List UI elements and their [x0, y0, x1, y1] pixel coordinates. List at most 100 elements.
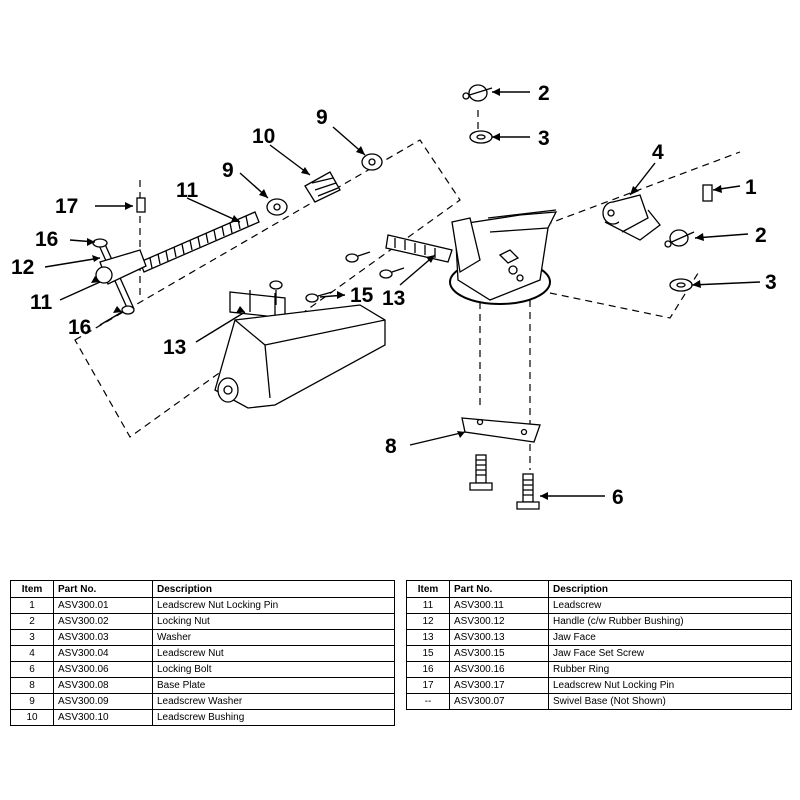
callout-2-right: 2: [755, 224, 767, 247]
item-cell: 2: [10, 613, 54, 630]
item-cell: --: [406, 693, 450, 710]
callout-15: 15: [350, 284, 374, 307]
header-description: Description: [548, 580, 792, 598]
header-item: Item: [406, 580, 450, 598]
description-cell: Jaw Face Set Screw: [548, 645, 792, 662]
callout-labels: 2 3 4 1 2 3 9 10 9 11 17 16 12 11 16 13 …: [11, 82, 777, 509]
part-no-cell: ASV300.10: [53, 709, 153, 726]
exploded-vise-diagram: 2 3 4 1 2 3 9 10 9 11 17 16 12 11 16 13 …: [11, 82, 777, 510]
callout-10: 10: [252, 125, 275, 148]
part-no-cell: ASV300.16: [449, 661, 549, 678]
description-cell: Rubber Ring: [548, 661, 792, 678]
item-cell: 11: [406, 597, 450, 614]
jaw-screw-1: [345, 251, 371, 263]
item-cell: 17: [406, 677, 450, 694]
table-header-row: Item Part No. Description: [406, 580, 792, 598]
description-cell: Leadscrew Nut Locking Pin: [548, 677, 792, 694]
washer-right: [669, 278, 693, 292]
item-cell: 10: [10, 709, 54, 726]
callout-9-left: 9: [222, 159, 234, 182]
item-cell: 9: [10, 693, 54, 710]
callout-8: 8: [385, 435, 397, 458]
header-description: Description: [152, 580, 395, 598]
callout-16-top: 16: [35, 228, 58, 251]
callout-13-left: 13: [163, 336, 186, 359]
description-cell: Leadscrew Washer: [152, 693, 395, 710]
locking-nut-right: [664, 229, 695, 248]
description-cell: Leadscrew Nut Locking Pin: [152, 597, 395, 614]
leadscrew-bushing: [304, 171, 341, 203]
callout-3-top: 3: [538, 127, 550, 150]
callout-6: 6: [612, 486, 624, 509]
item-cell: 15: [406, 645, 450, 662]
jaw-face-moving: [229, 290, 286, 319]
jaw-screw-2: [379, 267, 405, 279]
jaw-screw-3: [269, 280, 283, 305]
callout-2-top: 2: [538, 82, 550, 105]
locking-bolt-2: [516, 473, 540, 510]
part-no-cell: ASV300.06: [53, 661, 153, 678]
base-plate: [461, 417, 541, 443]
description-cell: Leadscrew Bushing: [152, 709, 395, 726]
moving-jaw-body: [214, 304, 386, 409]
part-no-cell: ASV300.12: [449, 613, 549, 630]
header-part-no: Part No.: [53, 580, 153, 598]
description-cell: Base Plate: [152, 677, 395, 694]
callout-3-right: 3: [765, 271, 777, 294]
part-no-cell: ASV300.07: [449, 693, 549, 710]
item-cell: 8: [10, 677, 54, 694]
assembly-guide-lines: [74, 110, 741, 470]
part-no-cell: ASV300.17: [449, 677, 549, 694]
callout-17: 17: [55, 195, 78, 218]
locking-nut-top: [462, 84, 493, 102]
part-no-cell: ASV300.09: [53, 693, 153, 710]
description-cell: Jaw Face: [548, 629, 792, 646]
callout-4: 4: [652, 141, 664, 164]
item-cell: 12: [406, 613, 450, 630]
part-no-cell: ASV300.11: [449, 597, 549, 614]
header-item: Item: [10, 580, 54, 598]
vise-handle: [92, 238, 147, 315]
leader-lines: [44, 91, 761, 497]
item-cell: 13: [406, 629, 450, 646]
description-cell: Locking Nut: [152, 613, 395, 630]
callout-13-right: 13: [382, 287, 405, 310]
washer-top: [469, 130, 493, 144]
part-no-cell: ASV300.01: [53, 597, 153, 614]
leadscrew-washer-2: [266, 198, 288, 216]
item-cell: 16: [406, 661, 450, 678]
leadscrew-washer-1: [361, 153, 383, 171]
leadscrew-nut: [602, 194, 661, 241]
item-cell: 6: [10, 661, 54, 678]
part-no-cell: ASV300.03: [53, 629, 153, 646]
item-cell: 3: [10, 629, 54, 646]
part-no-cell: ASV300.13: [449, 629, 549, 646]
jaw-screw-4: [305, 291, 333, 303]
callout-11-top: 11: [176, 179, 199, 202]
callout-1: 1: [745, 176, 757, 199]
locking-bolt-1: [469, 454, 493, 491]
part-no-cell: ASV300.02: [53, 613, 153, 630]
description-cell: Leadscrew: [548, 597, 792, 614]
part-no-cell: ASV300.08: [53, 677, 153, 694]
callout-11-left: 11: [30, 291, 53, 314]
locking-pin-left: [136, 197, 146, 213]
description-cell: Handle (c/w Rubber Bushing): [548, 613, 792, 630]
leadscrew: [139, 211, 260, 273]
callout-9-top: 9: [316, 106, 328, 129]
item-cell: 4: [10, 645, 54, 662]
callout-16-bottom: 16: [68, 316, 91, 339]
